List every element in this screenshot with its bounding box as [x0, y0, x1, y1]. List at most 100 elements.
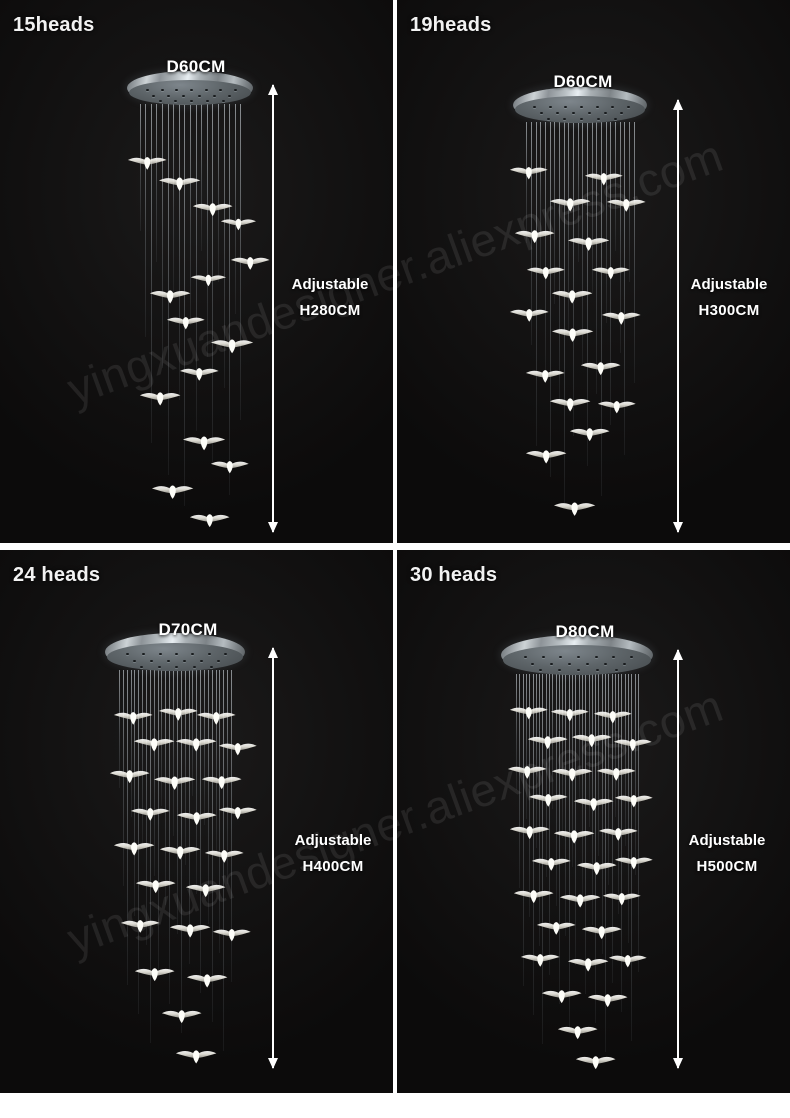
- suspension-wire: [165, 670, 167, 905]
- bird-lamp: [196, 708, 236, 727]
- canopy-hole: [145, 88, 149, 91]
- bird-lamp: [581, 922, 622, 942]
- suspension-wire: [621, 674, 623, 1013]
- suspension-wire: [519, 674, 521, 889]
- suspension-wire: [614, 674, 616, 817]
- suspension-wire: [608, 674, 610, 886]
- suspension-wire: [184, 104, 186, 507]
- suspension-wires-2: [0, 550, 393, 1093]
- bird-lamp: [139, 388, 181, 408]
- arrow-head-down-icon: [268, 522, 278, 533]
- suspension-wire: [218, 104, 219, 283]
- panel-content: 15heads D60CM Adjustable H280CM: [0, 0, 393, 543]
- suspension-wire: [138, 670, 140, 1015]
- suspension-wire: [565, 674, 567, 936]
- canopy-hole: [596, 669, 599, 672]
- height-value-1: H300CM: [698, 302, 760, 320]
- suspension-wire: [195, 104, 197, 432]
- panel-content: 19heads D60CM Adjustable H300CM: [397, 0, 790, 543]
- adjustable-label-0: Adjustable H280CM: [292, 272, 369, 325]
- suspension-wire: [149, 670, 151, 1044]
- suspension-wire: [134, 670, 136, 916]
- arrow-head-up-icon: [268, 647, 278, 658]
- canopy-face: [128, 79, 252, 105]
- suspension-wire: [628, 122, 630, 282]
- canopy-hole: [142, 652, 146, 655]
- bird-lamp: [553, 826, 595, 846]
- suspension-wire: [211, 670, 213, 1023]
- arrow-head-up-icon: [268, 84, 278, 95]
- bird-lamp: [525, 366, 565, 385]
- bird-lamp: [613, 735, 653, 754]
- bird-lamp: [212, 925, 252, 944]
- suspension-wire: [173, 104, 175, 294]
- variant-panel-15heads[interactable]: 15heads D60CM Adjustable H280CM: [0, 0, 393, 543]
- bird-lamp: [527, 732, 568, 752]
- canopy-hole: [571, 112, 575, 115]
- panel-content: 30 heads D80CM Adjustable H500CM: [397, 550, 790, 1093]
- bird-lamp: [509, 163, 549, 182]
- suspension-wire: [631, 674, 633, 1042]
- bird-lamp: [520, 950, 560, 969]
- canopy-hole: [158, 100, 162, 103]
- canopy-hole: [577, 655, 580, 658]
- suspension-wire: [549, 122, 551, 477]
- bird-lamp-group-1: [397, 0, 790, 543]
- suspension-wire: [139, 104, 141, 231]
- canopy-hole: [596, 117, 600, 120]
- canopy-hole: [158, 652, 162, 655]
- canopy-hole: [595, 105, 599, 108]
- height-value-2: H400CM: [302, 858, 364, 876]
- arrow-head-down-icon: [673, 1058, 683, 1069]
- suspension-wire: [596, 122, 598, 395]
- bird-lamp: [182, 432, 226, 453]
- bird-lamp: [551, 764, 593, 784]
- bird-lamp: [596, 764, 636, 783]
- bird-lamp: [606, 195, 646, 214]
- bird-lamp: [166, 313, 206, 332]
- suspension-wire: [627, 674, 629, 944]
- arrow-shaft: [677, 100, 679, 532]
- bird-lamp: [210, 457, 250, 476]
- suspension-wire: [142, 670, 144, 847]
- canopy-hole: [234, 88, 238, 91]
- suspension-wire: [633, 122, 635, 384]
- suspension-wire: [545, 674, 547, 878]
- canopy-hole: [192, 665, 196, 668]
- suspension-wire: [176, 670, 178, 935]
- canopy-hole: [175, 652, 178, 655]
- bird-lamp: [541, 986, 582, 1006]
- bird-lamp: [189, 510, 230, 530]
- suspension-wire: [563, 122, 565, 507]
- bird-lamp: [509, 703, 549, 722]
- suspension-wire: [146, 670, 148, 945]
- bird-lamp: [190, 271, 227, 289]
- canopy-hole: [166, 659, 170, 662]
- bird-lamp: [161, 1006, 202, 1026]
- variant-panel-24heads[interactable]: 24 heads D70CM Adjustable H400CM: [0, 550, 393, 1093]
- suspension-wire: [203, 670, 205, 825]
- diameter-label-0: D60CM: [166, 57, 226, 76]
- suspension-wire: [196, 670, 198, 895]
- variant-panel-19heads[interactable]: 19heads D60CM Adjustable H300CM: [397, 0, 790, 543]
- adjustable-text-2: Adjustable: [294, 832, 372, 849]
- arrow-shaft: [272, 648, 274, 1068]
- bird-lamp: [218, 739, 258, 758]
- suspension-wire: [145, 104, 147, 337]
- canopy-hole: [549, 663, 553, 665]
- variant-panel-30heads[interactable]: 30 heads D80CM Adjustable H500CM: [397, 550, 790, 1093]
- bird-lamp: [185, 880, 226, 900]
- canopy-hole: [604, 112, 608, 115]
- bird-lamp: [591, 263, 631, 282]
- bird-lamp: [584, 169, 624, 188]
- suspension-wire: [588, 674, 590, 828]
- bird-lamp: [587, 990, 628, 1010]
- bird-lamp: [220, 215, 257, 233]
- canopy-hole: [126, 652, 129, 655]
- canopy-hole: [133, 659, 136, 662]
- suspension-wire: [526, 122, 528, 244]
- canopy-holes: [105, 633, 245, 671]
- canopy-hole: [558, 669, 561, 672]
- bird-lamp: [536, 918, 576, 937]
- canopy-hole: [204, 88, 208, 91]
